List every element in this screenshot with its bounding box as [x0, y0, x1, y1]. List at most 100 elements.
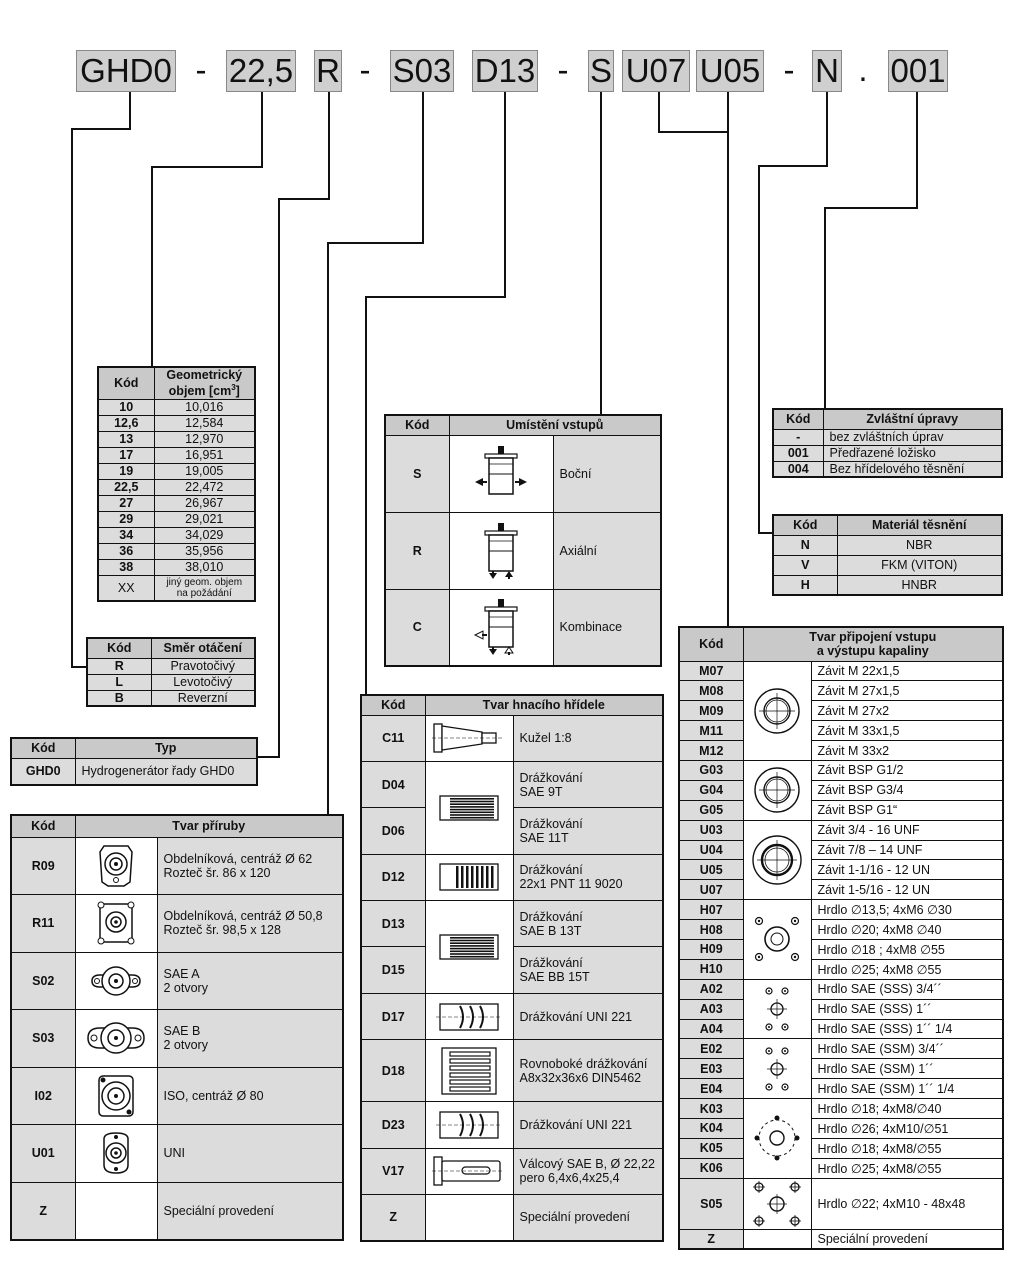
flange-rect-50-icon: [74, 894, 158, 953]
table-header: Kód: [678, 626, 744, 662]
row-desc: Hrdlo SAE (SSM) 1´´: [810, 1058, 1004, 1080]
row-code: D06: [360, 807, 426, 855]
flange-4-bolt-icon: [742, 899, 812, 980]
row-code: K03: [678, 1098, 744, 1119]
row-code: D13: [360, 900, 426, 948]
code-segment-flange: S03: [390, 50, 454, 92]
row-desc: Hrdlo ∅18; 4xM8/∅40: [810, 1098, 1004, 1119]
row-desc-line: SAE B: [163, 1024, 201, 1039]
shaft-spline-icon: [424, 853, 514, 902]
row-code: Z: [360, 1194, 426, 1242]
row-code: A04: [678, 1018, 744, 1040]
row-desc: Speciální provedení: [512, 1194, 664, 1242]
row-code: U01: [10, 1124, 76, 1183]
row-desc: Hrdlo ∅13,5; 4xM6 ∅30: [810, 899, 1004, 921]
row-code: N: [772, 534, 838, 556]
row-desc-line: Rozteč šr. 86 x 120: [163, 865, 271, 880]
row-desc: Pravotočivý: [150, 657, 256, 675]
shaft-spline-icon: [424, 900, 514, 994]
row-desc: Hrdlo ∅20; 4xM8 ∅40: [810, 919, 1004, 940]
row-code: G05: [678, 799, 744, 821]
code-segment-type: GHD0: [76, 50, 176, 92]
row-code: 004: [772, 460, 824, 478]
table-header: Kód: [10, 737, 76, 759]
code-segment-outlet-port: U05: [696, 50, 764, 92]
row-code: 22,5: [97, 478, 155, 496]
row-code: K06: [678, 1157, 744, 1179]
shaft-cone-icon: [424, 714, 514, 762]
row-desc: FKM (VITON): [836, 554, 1003, 576]
row-code: R11: [10, 894, 76, 953]
row-desc-line: SAE A: [163, 966, 200, 981]
row-value: 38,010: [153, 558, 256, 576]
row-code: V17: [360, 1147, 426, 1196]
row-value: 34,029: [153, 526, 256, 544]
flange-iso-icon: [74, 1066, 158, 1125]
row-desc: Bez hřídelového těsnění: [822, 460, 1003, 478]
row-code: 38: [97, 558, 155, 576]
row-code: G03: [678, 759, 744, 781]
row-desc: Hrdlo ∅22; 4xM10 - 48x48: [810, 1177, 1004, 1230]
row-desc-line: SAE BB 15T: [519, 970, 590, 985]
table-header: Zvláštní úpravy: [822, 408, 1003, 430]
row-desc: Axiální: [552, 511, 662, 590]
row-desc-line: Speciální provedení: [163, 1203, 275, 1218]
row-code: H08: [678, 919, 744, 940]
table-header: Typ: [74, 737, 258, 759]
table-header: Kód: [86, 637, 152, 659]
row-code: A03: [678, 998, 744, 1020]
row-code: D04: [360, 760, 426, 809]
sae-ssm-port-icon: [742, 1038, 812, 1100]
row-code: Z: [678, 1228, 744, 1250]
row-desc-line: Obdelníková, centráž Ø 62: [163, 851, 313, 866]
table-header: Kód: [10, 814, 76, 838]
table-header: Kód: [97, 366, 155, 400]
row-desc-line: Rovnoboké drážkování: [519, 1056, 648, 1071]
row-code: U03: [678, 819, 744, 841]
table-header: Materiál těsnění: [836, 514, 1003, 536]
row-desc-line: SAE 11T: [519, 830, 569, 845]
row-desc: UNI: [156, 1124, 344, 1183]
row-code: M07: [678, 660, 744, 682]
row-code: C: [384, 588, 450, 667]
row-code: E04: [678, 1078, 744, 1100]
row-code: 29: [97, 510, 155, 528]
table-header: Kód: [384, 414, 450, 436]
row-desc-line: Rozteč šr. 98,5 x 128: [163, 923, 281, 938]
code-segment-inlet: S: [588, 50, 614, 92]
table-header: Geometrický objem [cm3]: [153, 366, 256, 400]
row-code: M12: [678, 740, 744, 761]
row-desc: Drážkování UNI 221: [512, 1101, 664, 1149]
row-code: 10: [97, 398, 155, 416]
flange-sae-a-icon: [74, 951, 158, 1010]
row-code: C11: [360, 714, 426, 762]
row-code: M09: [678, 700, 744, 722]
code-segment-displacement: 22,5: [226, 50, 296, 92]
table-row: H08 Hrdlo ∅20; 4xM8 ∅40: [678, 919, 1004, 940]
